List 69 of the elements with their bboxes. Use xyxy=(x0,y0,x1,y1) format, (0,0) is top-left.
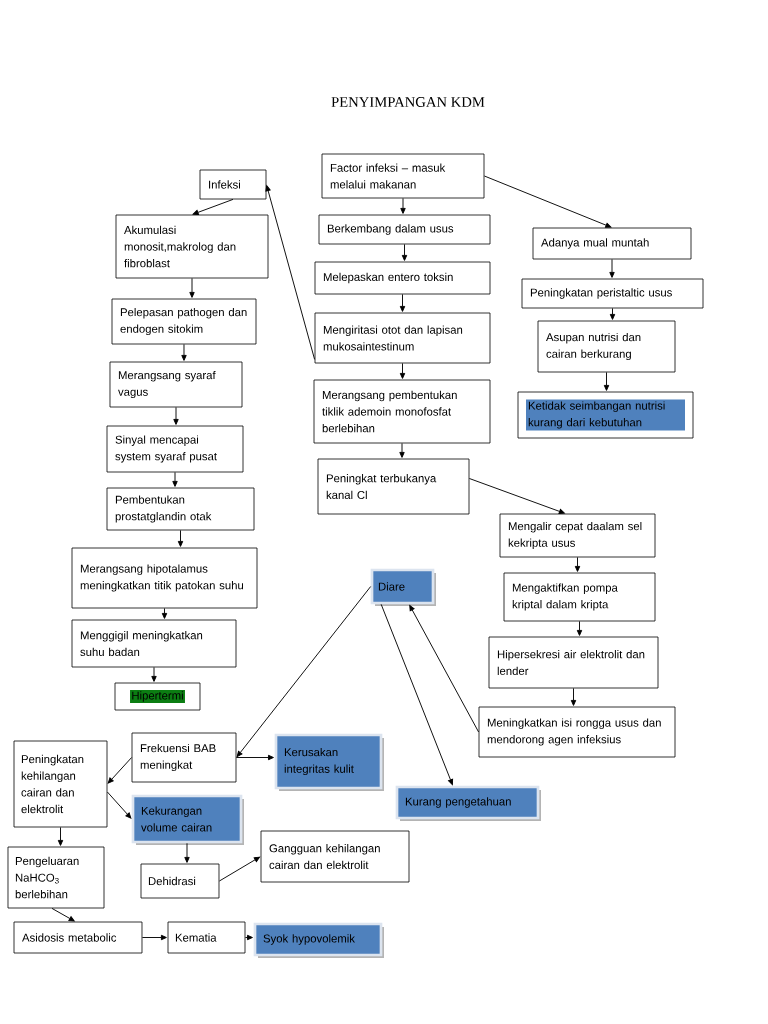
arrow xyxy=(173,406,179,425)
arrow xyxy=(151,666,157,682)
arrow xyxy=(399,362,406,379)
process-box: Infeksi xyxy=(199,169,267,200)
process-box: Merangsang syaraf vagus xyxy=(109,361,243,408)
process-box: Akumulasi monosit,makrolog dan fibroblast xyxy=(115,214,269,279)
highlighted-box: Kerusakan integritas kulit xyxy=(274,733,384,791)
process-box: Merangsang pembentukan tiklik ademoin monofosfat berlebihan xyxy=(313,379,491,444)
highlighted-box: Kurang pengetahuan xyxy=(395,785,541,821)
process-box: Pembentukan prostatglandin otak xyxy=(106,487,255,531)
arrow xyxy=(574,556,581,572)
process-box: Menggigil meningkatkan suhu badan xyxy=(71,619,237,668)
process-box: Melepaskan entero toksin xyxy=(314,261,491,295)
arrow xyxy=(244,934,253,941)
process-box: Asupan nutrisi dan cairan berkurang xyxy=(537,320,676,373)
process-box: Meningkatkan isi rongga usus dan mendorong agen infeksius xyxy=(478,706,676,758)
highlighted-box: Ketidak seimbangan nutrisi kurang dari kebutuhan xyxy=(517,391,694,439)
arrow xyxy=(409,604,480,733)
arrow xyxy=(265,185,316,360)
arrow xyxy=(57,826,64,846)
arrow xyxy=(161,607,168,619)
arrow xyxy=(400,197,406,214)
arrow xyxy=(218,856,261,882)
arrow xyxy=(141,934,167,941)
process-box: Peningkatan kehilangan cairan dan elektrolit xyxy=(13,740,108,828)
process-box: Kematia xyxy=(167,921,246,954)
process-box: Peningkatan peristaltic usus xyxy=(521,278,704,309)
arrow xyxy=(603,371,610,391)
process-box: Asidosis metabolic xyxy=(13,921,143,954)
arrow xyxy=(401,243,408,261)
diagram-title: PENYIMPANGAN KDM xyxy=(331,97,485,107)
process-box: Pengeluaran NaHCO$_{3}$ berlebihan xyxy=(7,846,105,909)
arrow xyxy=(483,175,612,228)
process-box: Dehidrasi xyxy=(140,863,220,899)
process-box: Factor infeksi – masuk melalui makanan xyxy=(321,153,485,199)
highlighted-box: Diare xyxy=(370,568,436,606)
process-box: Gangguan kehilangan cairan dan elektrolit xyxy=(260,830,410,883)
process-box: Peningkat terbukanya kanal Cl xyxy=(317,458,470,515)
process-box: Adanya mual muntah xyxy=(532,227,692,260)
arrow xyxy=(184,842,190,863)
arrow xyxy=(177,529,184,547)
arrow xyxy=(189,277,195,298)
arrow xyxy=(576,620,583,636)
arrow xyxy=(399,442,405,458)
process-box: Berkembang dalam usus xyxy=(318,214,491,245)
arrow xyxy=(172,471,178,487)
arrow xyxy=(181,343,187,361)
highlighted-box: Syok hypovolemik xyxy=(253,922,384,958)
highlighted-box: Kekurangan volume cairan xyxy=(131,794,244,845)
process-box: Hipersekresi air elektrolit dan lender xyxy=(488,636,659,689)
arrow xyxy=(570,687,577,706)
arrow xyxy=(609,307,616,320)
arrow xyxy=(107,757,133,784)
arrow xyxy=(235,754,274,761)
arrow xyxy=(380,603,454,786)
arrow xyxy=(468,478,565,515)
process-box: Pelepasan pathogen dan endogen sitokim xyxy=(111,298,257,345)
arrow xyxy=(51,907,75,922)
highlighted-box: Hipertermi xyxy=(114,682,201,711)
process-box: Sinyal mencapai system syaraf pusat xyxy=(106,425,244,473)
process-box: Mengiritasi otot dan lapisan mukosaintestinum xyxy=(314,312,491,364)
arrow xyxy=(236,586,372,758)
process-box: Merangsang hipotalamus meningkatkan titik patokan suhu xyxy=(71,547,258,609)
arrow xyxy=(609,258,615,278)
process-box: Frekuensi BAB meningkat xyxy=(131,732,237,783)
arrow xyxy=(106,791,132,819)
process-box: Mengalir cepat daalam sel kekripta usus xyxy=(499,513,656,558)
process-box: Mengaktifkan pompa kriptal dalam kripta xyxy=(503,572,656,622)
arrow xyxy=(399,293,406,312)
